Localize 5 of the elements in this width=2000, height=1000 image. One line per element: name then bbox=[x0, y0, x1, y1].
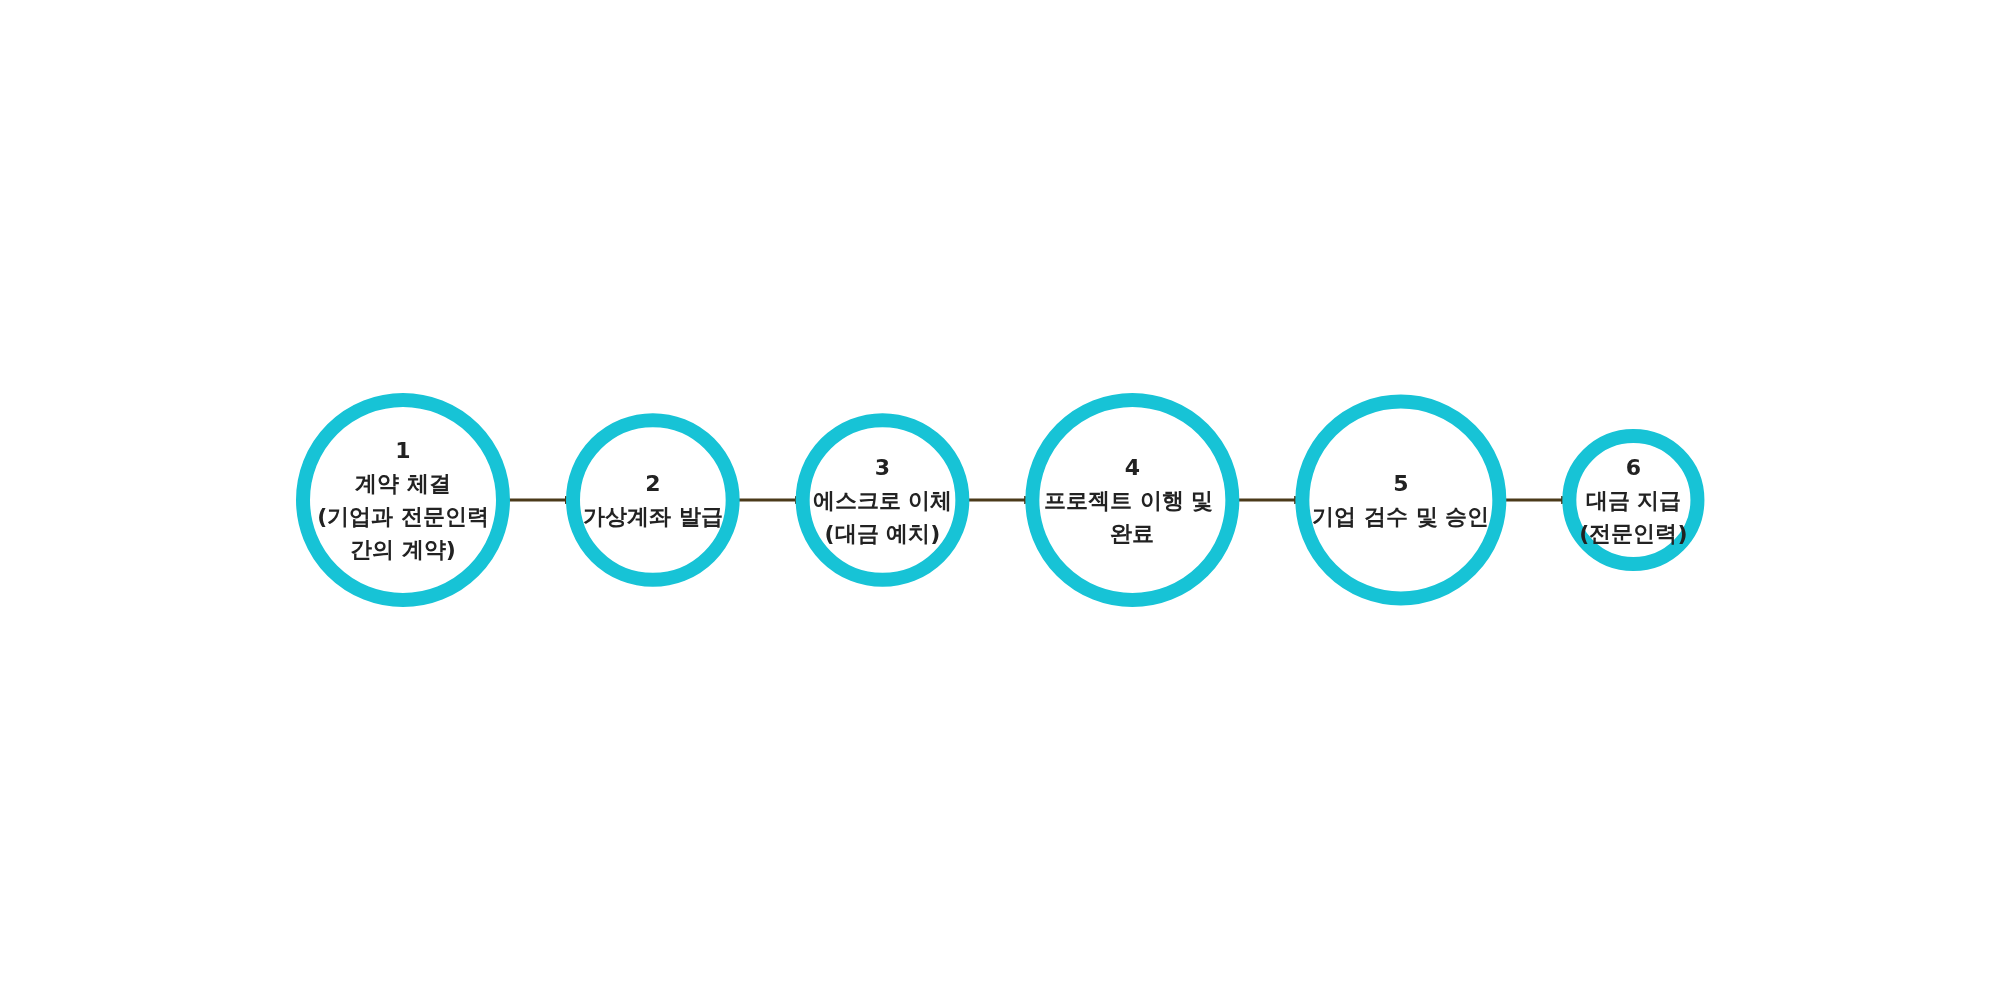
node-circle: 3 에스크로 이체 (대금 예치) bbox=[795, 413, 970, 587]
node-circle: 1 계약 체결 (기업과 전문인력간의 계약) bbox=[295, 393, 510, 607]
node-circle: 5 기업 검수 및 승인 bbox=[1295, 394, 1507, 606]
node-circle: 2 가상계좌 발급 bbox=[565, 413, 740, 587]
node-circle: 4 프로젝트 이행 및 완료 bbox=[1025, 393, 1240, 607]
